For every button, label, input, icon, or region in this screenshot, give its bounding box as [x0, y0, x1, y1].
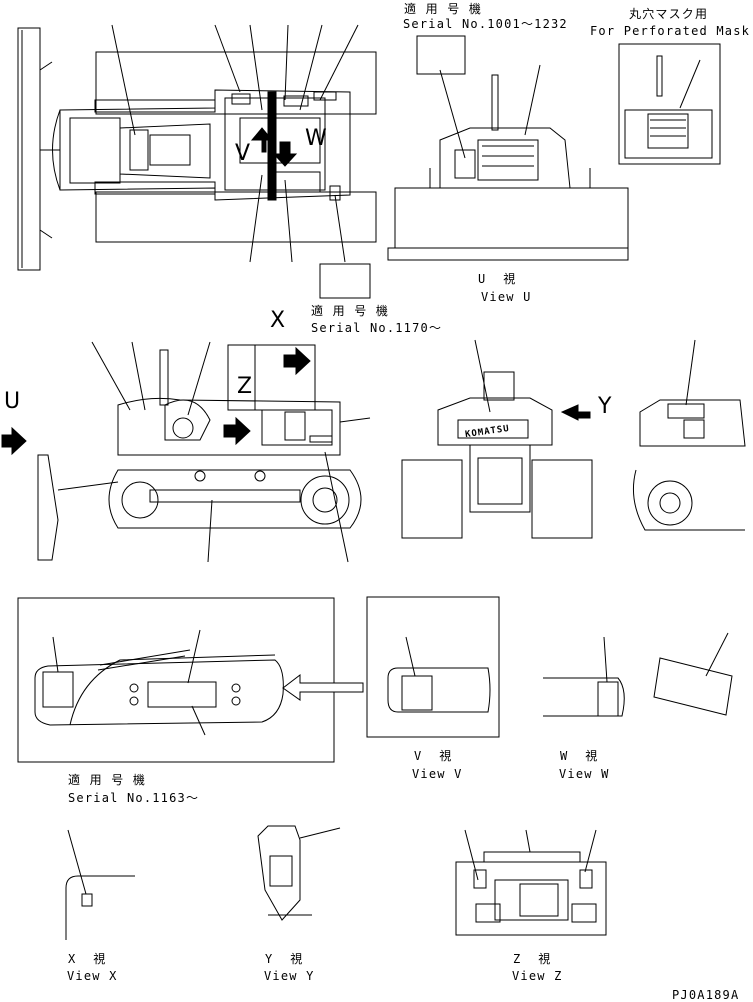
- marker-z: Z: [237, 374, 253, 399]
- marker-x: X: [270, 308, 286, 333]
- detail-box: [17, 597, 335, 763]
- mask-jp-label: 丸穴マスク用: [629, 7, 709, 21]
- view-u-jp: U 視: [478, 272, 517, 286]
- mask-en-label: For Perforated Mask: [590, 24, 751, 38]
- view-v-drawing: [366, 596, 500, 738]
- side-view: [1, 341, 371, 563]
- view-x-drawing: [65, 829, 135, 940]
- view-w-drawing: [543, 632, 733, 717]
- serial-1001-jp: 適 用 号 機: [404, 2, 483, 16]
- view-x-label: View X: [67, 969, 118, 983]
- part-code: PJ0A189A: [672, 988, 740, 1002]
- view-x-jp: X 視: [68, 952, 107, 966]
- view-z-drawing: [455, 829, 607, 936]
- serial-1163-jp: 適 用 号 機: [68, 773, 147, 787]
- top-view: [17, 24, 377, 299]
- view-v-jp: V 視: [414, 749, 453, 763]
- marker-v: V: [235, 141, 251, 166]
- partial-side-view: [633, 339, 746, 531]
- serial-1001-label: Serial No.1001～1232: [403, 17, 568, 31]
- marker-u: U: [4, 389, 21, 414]
- view-u-drawing: [387, 35, 629, 261]
- marker-w: W: [305, 126, 327, 151]
- serial-1170-label: Serial No.1170～: [311, 321, 443, 335]
- view-y-drawing: [257, 825, 341, 921]
- pointer-arrow: [282, 673, 364, 701]
- view-y-jp: Y 視: [265, 952, 304, 966]
- marker-y: Y: [598, 394, 612, 419]
- view-v-label: View V: [412, 767, 463, 781]
- rear-view: [401, 339, 593, 539]
- view-w-jp: W 視: [560, 749, 599, 763]
- serial-1163-label: Serial No.1163～: [68, 791, 200, 805]
- view-u-label: View U: [481, 290, 532, 304]
- view-y-label: View Y: [264, 969, 315, 983]
- view-z-label: View Z: [512, 969, 563, 983]
- view-z-jp: Z 視: [513, 952, 552, 966]
- perforated-mask-inset: [618, 43, 721, 165]
- serial-1170-jp: 適 用 号 機: [311, 304, 390, 318]
- view-w-label: View W: [559, 767, 610, 781]
